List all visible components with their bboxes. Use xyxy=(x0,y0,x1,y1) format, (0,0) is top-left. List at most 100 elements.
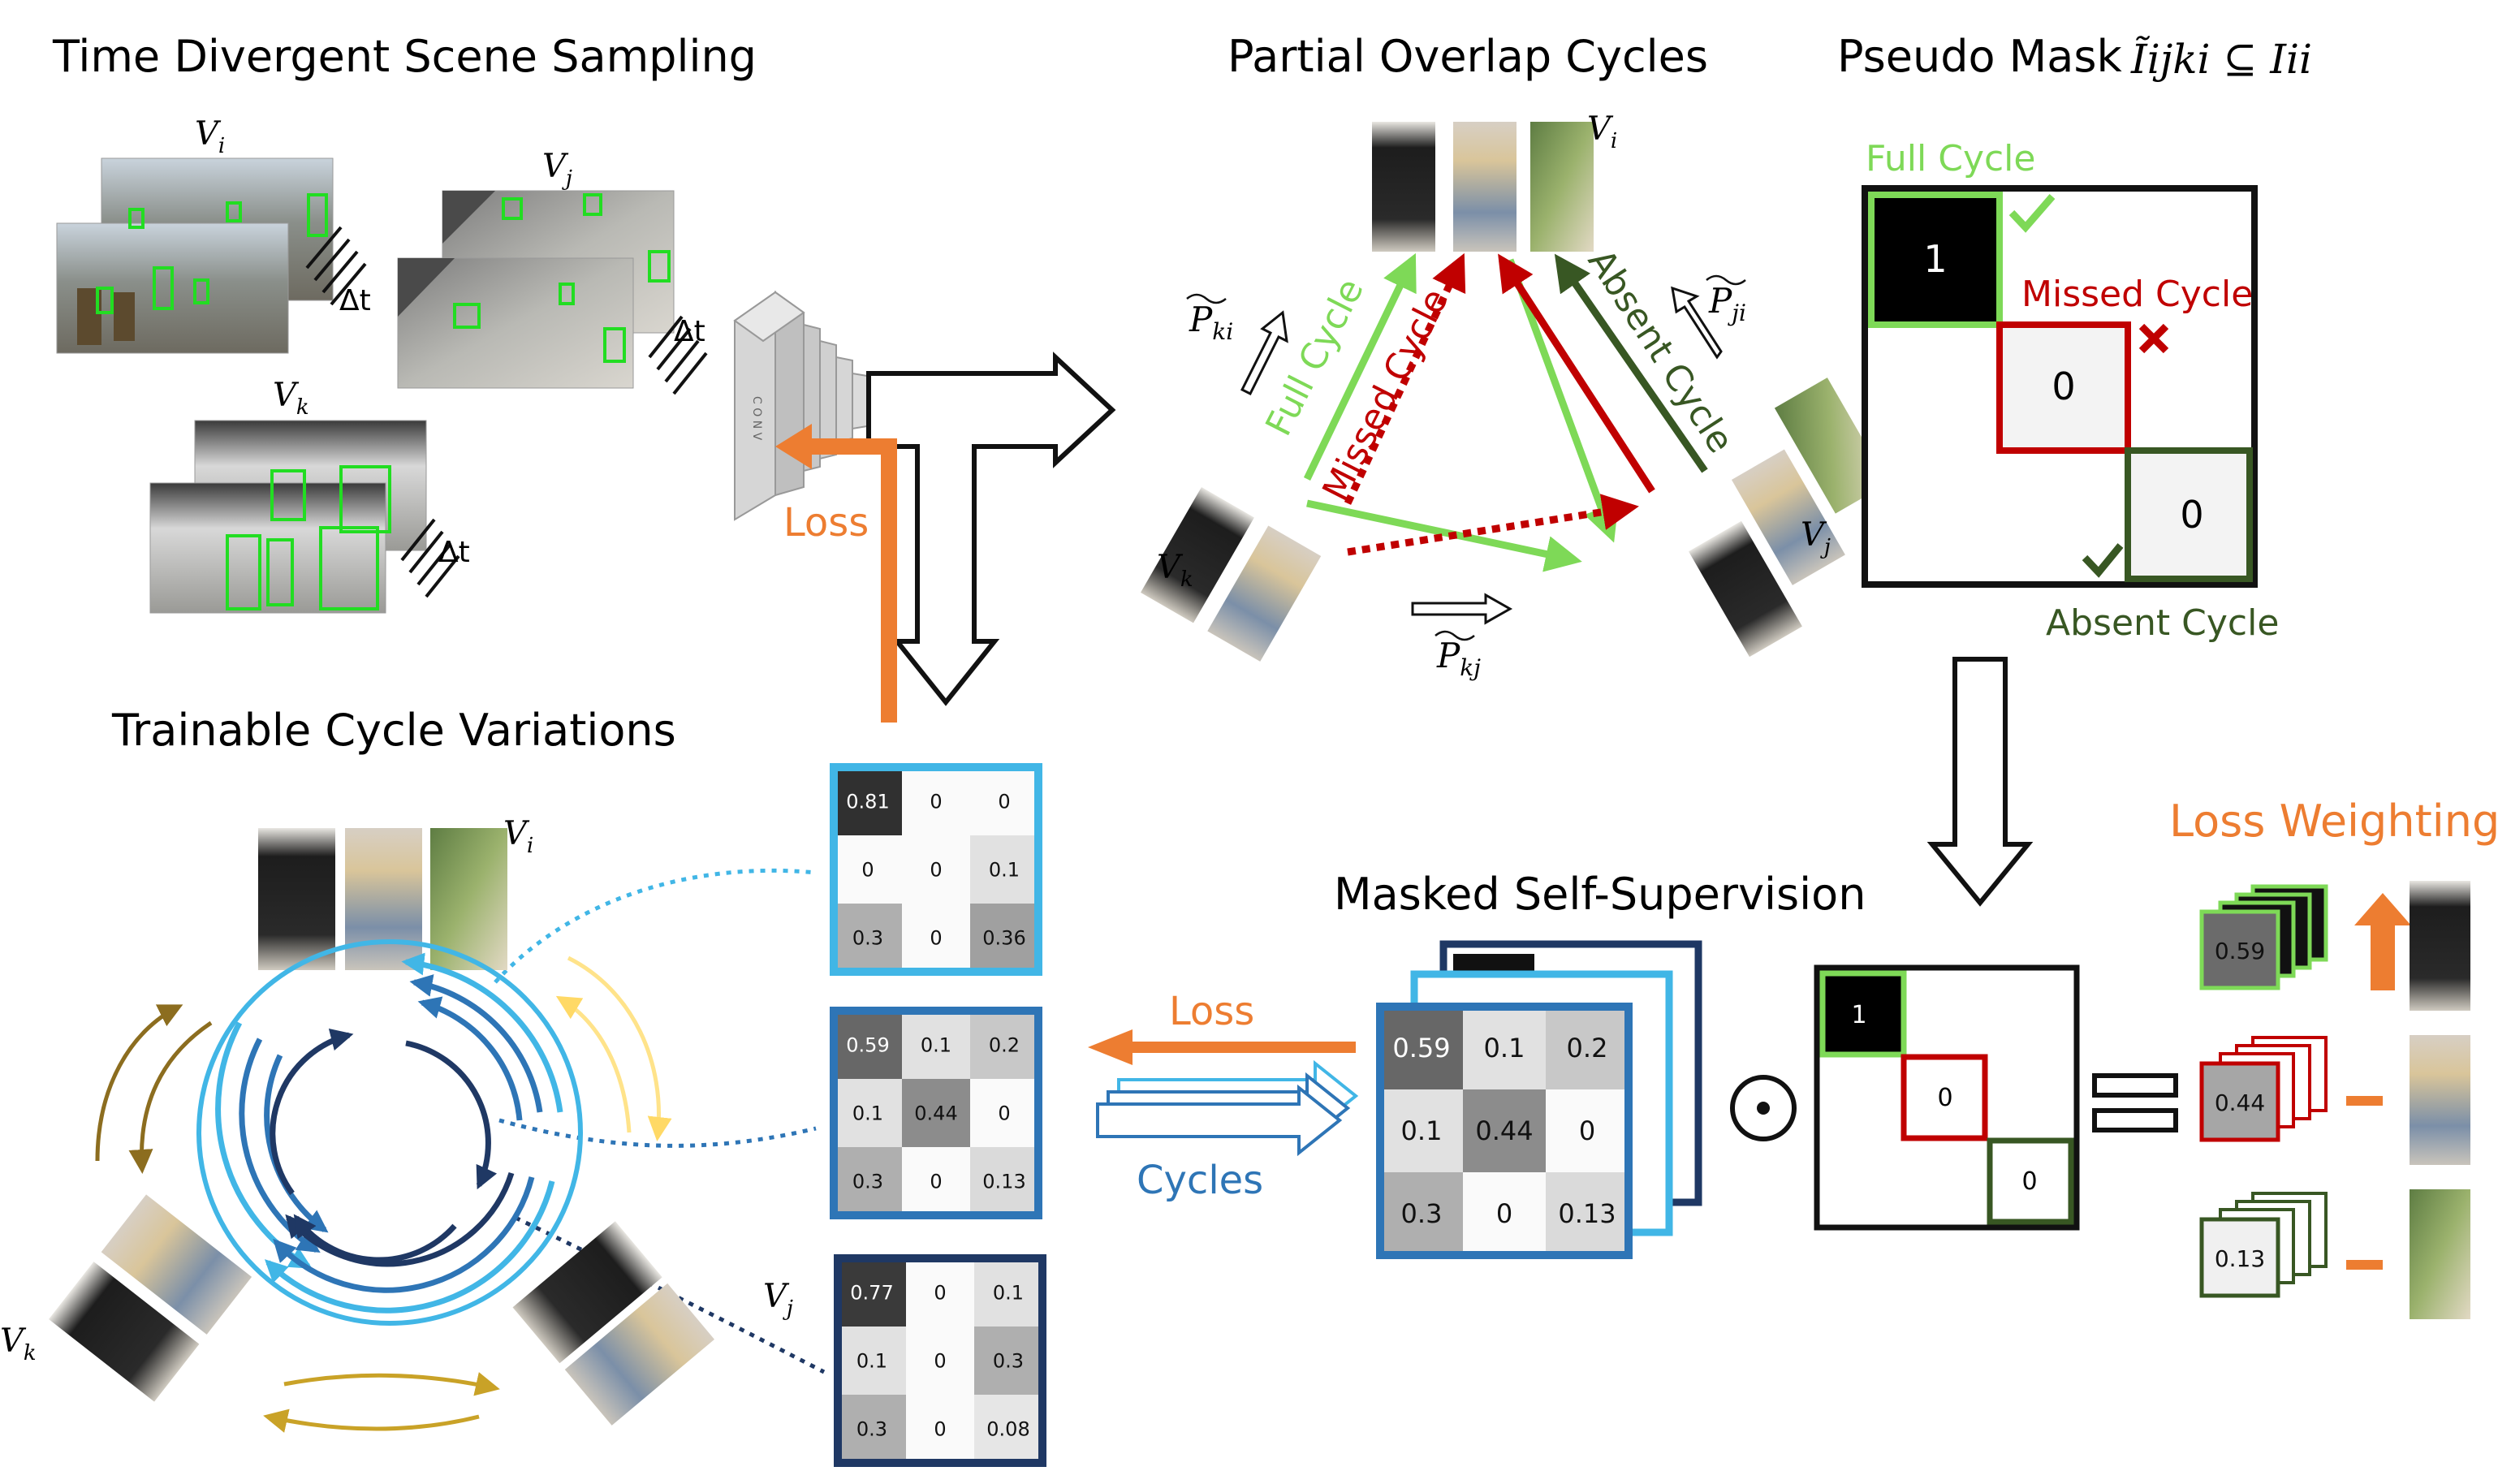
small-mask-val-1: 1 xyxy=(1851,1001,1866,1029)
matrix-cell-value: 0.2 xyxy=(1567,1033,1608,1063)
matrix-cell xyxy=(1380,1007,1463,1089)
loss-arrow-middle-head xyxy=(1088,1029,1133,1065)
matrix-cell-value: 0.3 xyxy=(852,926,883,949)
pki-tilde xyxy=(1186,293,1227,304)
matrix-cell xyxy=(902,1011,970,1079)
missed-cycle-arrow-solid xyxy=(1498,253,1655,494)
matrix-cell xyxy=(906,1327,974,1395)
matrix-cell-value: 0 xyxy=(998,1102,1010,1124)
vk-crops-bottom xyxy=(49,1194,252,1402)
cycle-ring-outer xyxy=(196,939,583,1326)
matrix-frame xyxy=(830,1007,1042,1219)
matrix-cell-value: 0.1 xyxy=(1401,1115,1443,1146)
cycle-arc-br-1 xyxy=(264,1180,555,1314)
full-cycle-arrow-bottom xyxy=(1306,499,1582,572)
cycle-arc-rt-2 xyxy=(409,974,543,1113)
missed-cycle-arrow-dotted xyxy=(1344,252,1466,505)
matrix-cell-value: 0 xyxy=(930,790,942,813)
pseudo-mask-cell-3 xyxy=(2125,447,2253,582)
matrix-cell-value: 0.3 xyxy=(856,1417,887,1440)
weight-crop-missed xyxy=(2410,1035,2470,1165)
pseudo-mask-val-3: 0 xyxy=(2180,493,2203,537)
matrix-cell xyxy=(906,1395,974,1463)
matrix-cell xyxy=(1546,1089,1629,1172)
pji-hollow-arrow xyxy=(1671,286,1723,360)
title-pseudo-mask: Pseudo Mask xyxy=(1837,31,2122,82)
matrix-cell xyxy=(1463,1089,1546,1172)
matrix-cell-value: 0.08 xyxy=(986,1417,1029,1440)
full-cycle-label: Full Cycle xyxy=(1866,138,2035,179)
matrix-cell-value: 0.3 xyxy=(993,1349,1024,1372)
vk-label-bottom: Vk xyxy=(0,1322,37,1365)
matrix-cell xyxy=(834,1079,902,1147)
title-scene-sampling: Time Divergent Scene Sampling xyxy=(52,31,757,82)
delta-t-label: Δt xyxy=(339,284,371,317)
pki-label: Pki xyxy=(1189,300,1233,345)
pseudo-mask-val-1: 1 xyxy=(1923,237,1947,281)
pair-arrow-left-down xyxy=(128,1020,213,1174)
full-cycle-arrow-down xyxy=(1506,258,1619,543)
pseudo-mask-formula: Ĩijki ⊆ Iii xyxy=(2130,35,2312,83)
delta-t-label-2: Δt xyxy=(674,315,705,348)
matrix-cell xyxy=(1463,1007,1546,1089)
matrix-cell-value: 0 xyxy=(934,1281,946,1304)
matrix-cell xyxy=(902,767,970,835)
matrix-cell xyxy=(834,1011,902,1079)
weight-up-arrow xyxy=(2354,893,2411,990)
matrix-cell xyxy=(834,904,902,972)
conv-text: C O N V xyxy=(750,396,763,441)
loss-arrow-top-head xyxy=(775,424,812,469)
matrix-cell-value: 0 xyxy=(934,1349,946,1372)
matrix-cell-value: 0.1 xyxy=(921,1033,951,1056)
pkj-hollow-arrow xyxy=(1411,593,1513,625)
matrix-cell-value: 0 xyxy=(1579,1115,1595,1146)
weight-minus-absent xyxy=(2346,1260,2383,1270)
matrix-cell-value: 0.36 xyxy=(982,926,1025,949)
connector-dotted-3 xyxy=(514,1215,826,1374)
matrix-cell xyxy=(1546,1007,1629,1089)
scene-vi-stack xyxy=(56,157,367,354)
weight-stack-missed xyxy=(2199,1036,2328,1142)
matrix-cell-value: 0.3 xyxy=(852,1170,883,1193)
matrix-cell xyxy=(834,835,902,904)
matrix-cell xyxy=(970,1079,1038,1147)
matrix-frame xyxy=(834,1254,1046,1467)
vk-label: Vk xyxy=(273,377,309,420)
weight-stack-absent xyxy=(2199,1192,2328,1298)
matrix-cell xyxy=(1380,1172,1463,1255)
vi-crops-bottom xyxy=(258,828,507,970)
vj-label-bottom: Vj xyxy=(763,1278,793,1321)
matrix-frame xyxy=(1376,1003,1633,1259)
cycle-arc-lb-3 xyxy=(264,1054,329,1233)
weight-crop-full xyxy=(2410,881,2470,1011)
title-loss-weighting: Loss Weighting xyxy=(2169,796,2500,847)
scene-vk-stack xyxy=(149,420,460,614)
matrix-cell-value: 0.81 xyxy=(846,790,889,813)
matrix-cell xyxy=(834,767,902,835)
loss-arrow-top xyxy=(800,438,897,723)
pkj-label: Pkj xyxy=(1436,636,1481,681)
cycle-arc-inner-2 xyxy=(405,1040,498,1190)
weight-value-missed: 0.44 xyxy=(2215,1089,2265,1116)
connector-dotted-2 xyxy=(498,1118,817,1148)
mask-down-arrow xyxy=(1926,657,2034,907)
matrix-cell xyxy=(838,1395,906,1463)
title-masked-self-sup: Masked Self-Supervision xyxy=(1334,869,1866,920)
matrix-cell-value: 0.59 xyxy=(846,1033,889,1056)
weight-crop-absent xyxy=(2410,1189,2470,1319)
pseudo-mask-cell-1 xyxy=(1868,192,2003,328)
matrix-cell-value: 0 xyxy=(930,926,942,949)
matrix-cell-value: 0 xyxy=(998,790,1010,813)
matrix-cell-value: 0.13 xyxy=(982,1170,1025,1193)
matrix-cell xyxy=(970,835,1038,904)
matrix-cell xyxy=(834,1147,902,1215)
absent-cycle-label: Absent Cycle xyxy=(2046,602,2279,644)
small-mask-cell-1 xyxy=(1819,970,1907,1058)
matrix-cell xyxy=(838,1327,906,1395)
cycles-stacked-arrows xyxy=(1096,1059,1359,1157)
cycle-arc-inner-1 xyxy=(270,1028,354,1196)
cycle-arc-br-3 xyxy=(285,1171,515,1267)
